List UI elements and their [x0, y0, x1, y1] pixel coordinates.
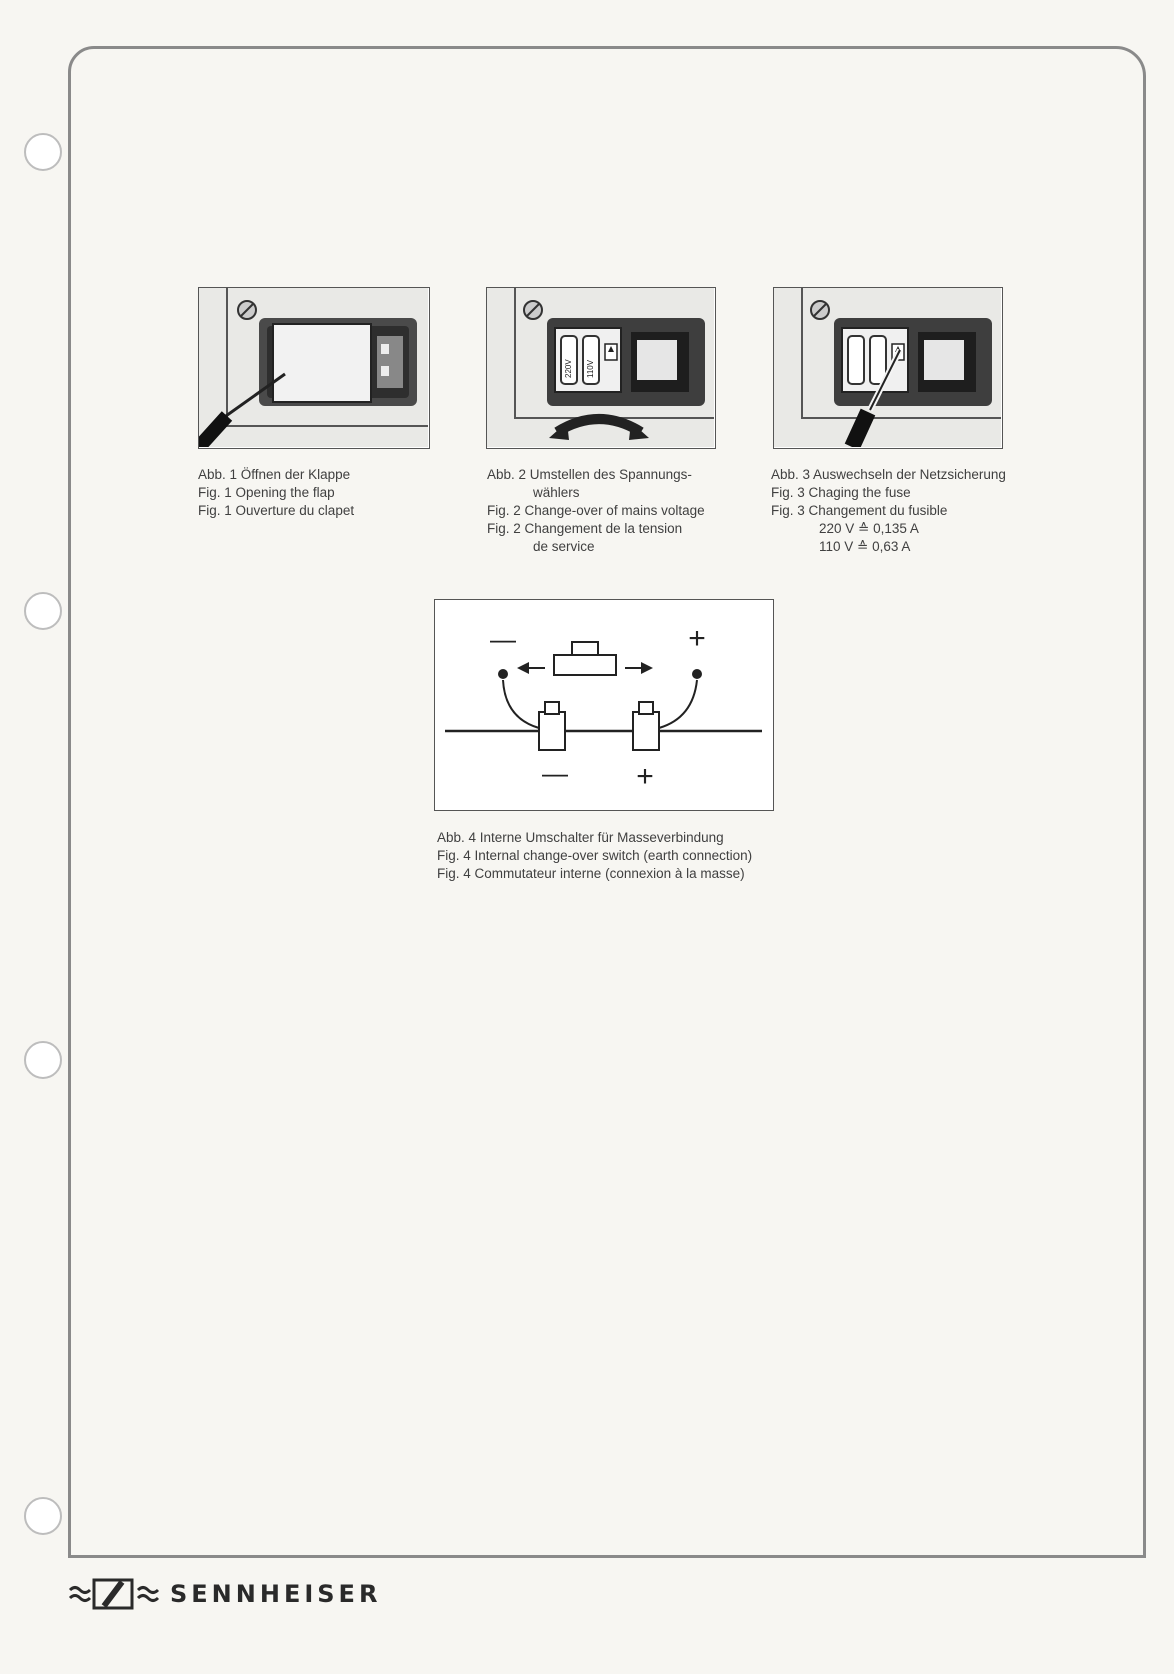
caption-line-en: Fig. 2 Change-over of mains voltage — [487, 503, 705, 518]
figure-3-photo — [774, 288, 1001, 447]
figure-4-caption: Abb. 4 Interne Umschalter für Masseverbi… — [437, 829, 752, 883]
figure-3-fuse-change — [773, 287, 1003, 449]
figure-2-photo: 220V 110V — [487, 288, 714, 447]
fuse-label-110: 110V — [586, 359, 595, 378]
figure-1-opening-flap — [198, 287, 430, 449]
caption-line-de-cont: wählers — [533, 485, 580, 500]
caption-line-fr: Fig. 2 Changement de la tension — [487, 521, 683, 536]
minus-contact — [498, 669, 508, 679]
caption-line-de: Abb. 3 Auswechseln der Netzsicherung — [771, 467, 1006, 482]
figure-2-caption: Abb. 2 Umstellen des Spannungs- wählers … — [487, 466, 705, 556]
figure-1-caption: Abb. 1 Öffnen der Klappe Fig. 1 Opening … — [198, 466, 354, 520]
caption-line-en: Fig. 1 Opening the flap — [198, 485, 335, 500]
figure-2-voltage-selector: 220V 110V — [486, 287, 716, 449]
punch-hole — [24, 1497, 62, 1535]
caption-line-fr: Fig. 3 Changement du fusible — [771, 503, 948, 518]
fuse-rating-220: 220 V ≙ 0,135 A — [819, 521, 919, 536]
caption-line-de: Abb. 1 Öffnen der Klappe — [198, 467, 351, 482]
fuse-rating-110: 110 V ≙ 0,63 A — [819, 539, 911, 554]
caption-line-fr-cont: de service — [533, 539, 595, 554]
caption-line-fr: Fig. 4 Commutateur interne (connexion à … — [437, 866, 745, 881]
caption-line-de: Abb. 2 Umstellen des Spannungs- — [487, 467, 692, 482]
caption-line-en: Fig. 3 Chaging the fuse — [771, 485, 911, 500]
plus-contact — [692, 669, 702, 679]
caption-line-de: Abb. 4 Interne Umschalter für Masseverbi… — [437, 830, 724, 845]
punch-hole — [24, 592, 62, 630]
caption-line-fr: Fig. 1 Ouverture du clapet — [198, 503, 355, 518]
page-frame — [68, 46, 1146, 1558]
figure-3-caption: Abb. 3 Auswechseln der Netzsicherung Fig… — [771, 466, 1006, 556]
caption-line-en: Fig. 4 Internal change-over switch (eart… — [437, 848, 753, 863]
top-minus-label: — — [490, 624, 516, 654]
bottom-minus-label: — — [542, 758, 568, 788]
bottom-plus-label: + — [636, 760, 654, 793]
brand-name: SENNHEISER — [170, 1580, 382, 1608]
slide-switch-knob — [571, 641, 599, 657]
punch-hole — [24, 133, 62, 171]
figure-4-ground-switch-diagram: — + — + — [434, 599, 774, 811]
slide-switch-body — [553, 654, 617, 676]
ground-switch-schematic: — + — + — [435, 600, 772, 809]
sennheiser-logo: SENNHEISER — [68, 1572, 381, 1616]
punch-hole — [24, 1041, 62, 1079]
fuse-label-220: 220V — [564, 359, 573, 378]
figure-1-photo — [199, 288, 428, 447]
sennheiser-emblem — [68, 1578, 160, 1610]
top-plus-label: + — [688, 622, 706, 655]
